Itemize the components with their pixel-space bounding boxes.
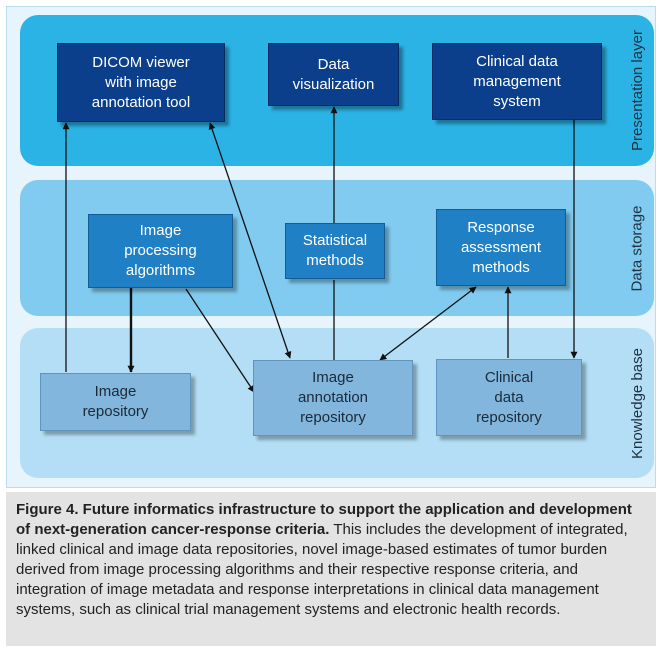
figure-caption: Figure 4. Future informatics infrastruct… (6, 492, 656, 646)
image-processing-node: Image processing algorithms (88, 214, 233, 288)
response-assessment-node: Response assessment methods (436, 209, 566, 286)
caption-title: Figure 4. Future informatics infrastruct… (16, 501, 632, 538)
data-visualization-node: Data visualization (268, 43, 399, 106)
statistical-methods-node: Statistical methods (285, 223, 385, 279)
arrow-response-assessment-annotation-repository (379, 286, 477, 361)
clinical-data-management-node: Clinical data management system (432, 43, 602, 120)
clinical-data-repository-node: Clinical data repository (436, 359, 582, 436)
image-repository-node: Image repository (40, 373, 191, 431)
dicom-viewer-node: DICOM viewer with image annotation tool (57, 43, 225, 122)
arrow-dicom-viewer-annotation-repository (208, 122, 292, 359)
image-annotation-repository-node: Image annotation repository (253, 360, 413, 436)
arrow-image-processing-to-annotation-repository (185, 288, 255, 393)
caption-body: This includes the development of integra… (16, 521, 628, 618)
connector-arrows (62, 106, 578, 393)
